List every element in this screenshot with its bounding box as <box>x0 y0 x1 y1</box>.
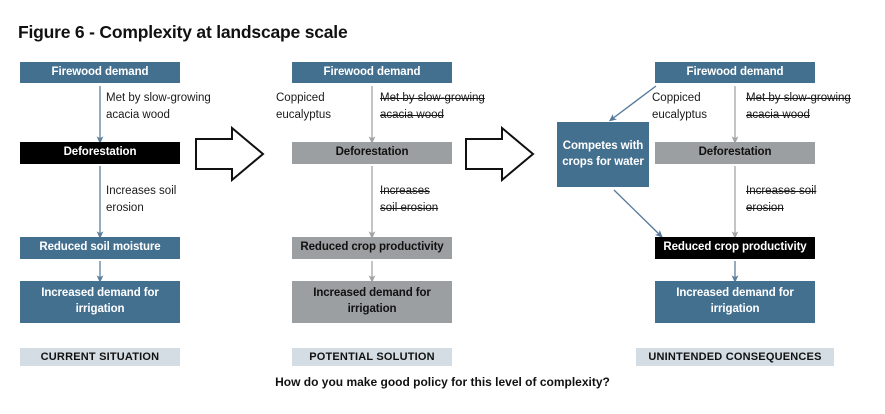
node-c3-reduced-crop-productivity[interactable]: Reduced crop productivity <box>655 237 815 259</box>
figure-title: Figure 6 - Complexity at landscape scale <box>18 22 348 42</box>
edge-label-c2-increases-soil-erosion: Increases soil erosion <box>380 185 439 214</box>
stage-chip-unintended-consequences: UNINTENDED CONSEQUENCES <box>636 348 834 366</box>
node-c3-competes-with-crops[interactable]: Competes with crops for water <box>557 122 649 187</box>
transition-arrow-2 <box>465 125 535 183</box>
node-c1-increased-demand-irrigation[interactable]: Increased demand for irrigation <box>20 281 180 323</box>
node-c3-deforestation[interactable]: Deforestation <box>655 142 815 164</box>
node-c1-reduced-soil-moisture[interactable]: Reduced soil moisture <box>20 237 180 259</box>
node-c1-firewood-demand[interactable]: Firewood demand <box>20 62 180 83</box>
edge-label-c3-met-by-acacia: Met by slow-growing acacia wood <box>746 92 851 121</box>
edge-label-c1-met-by-acacia: Met by slow-growing acacia wood <box>106 92 211 121</box>
stage-chip-potential-solution: POTENTIAL SOLUTION <box>292 348 452 366</box>
caption-question: How do you make good policy for this lev… <box>275 375 610 389</box>
node-c1-deforestation[interactable]: Deforestation <box>20 142 180 164</box>
node-c3-firewood-demand[interactable]: Firewood demand <box>655 62 815 83</box>
edge-label-c3-increases-soil-erosion: Increases soil erosion <box>746 185 817 214</box>
connector-c3-firewood-to-competes <box>608 85 657 122</box>
node-c3-increased-demand-irrigation[interactable]: Increased demand for irrigation <box>655 281 815 323</box>
node-c2-deforestation[interactable]: Deforestation <box>292 142 452 164</box>
connector-c3-competes-to-cropproductivity <box>613 189 663 238</box>
edge-label-c1-increases-soil-erosion: Increases soil erosion <box>106 185 177 214</box>
node-c2-reduced-crop-productivity[interactable]: Reduced crop productivity <box>292 237 452 259</box>
edge-label-c2-coppiced-eucalyptus: Coppiced eucalyptus <box>276 92 331 121</box>
stage-chip-current-situation: CURRENT SITUATION <box>20 348 180 366</box>
node-c2-increased-demand-irrigation[interactable]: Increased demand for irrigation <box>292 281 452 323</box>
edge-label-c3-coppiced-eucalyptus: Coppiced eucalyptus <box>652 92 707 121</box>
transition-arrow-1 <box>195 125 265 183</box>
edge-label-c2-met-by-acacia: Met by slow-growing acacia wood <box>380 92 485 121</box>
node-c2-firewood-demand[interactable]: Firewood demand <box>292 62 452 83</box>
